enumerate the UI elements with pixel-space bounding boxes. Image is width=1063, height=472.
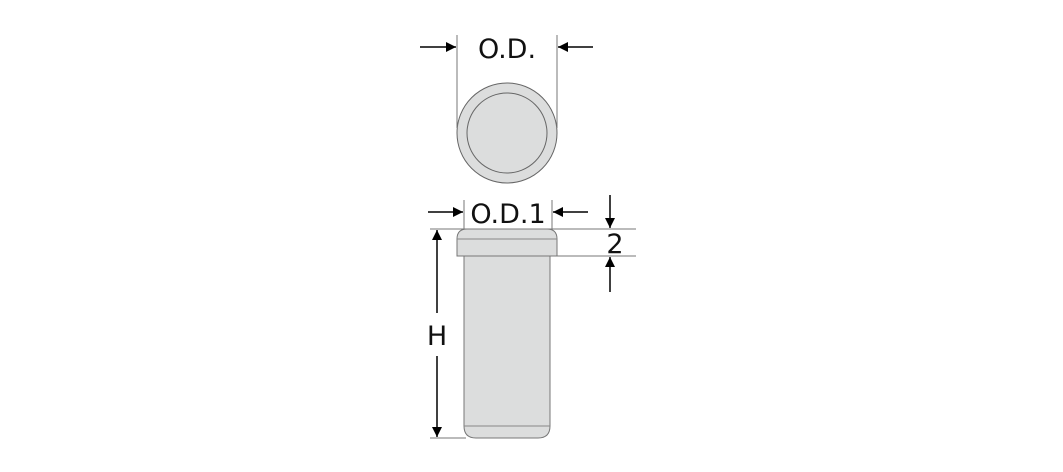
top-view: O.D. <box>420 34 593 184</box>
od-label: O.D. <box>478 34 536 65</box>
cap-head <box>456 228 558 257</box>
od1-label: O.D.1 <box>470 199 545 230</box>
cap-height-label: 2 <box>606 229 623 260</box>
height-label: H <box>427 321 447 352</box>
side-view: O.D.1 2 H <box>427 195 636 439</box>
cap-body <box>463 255 551 439</box>
inner-circle <box>466 92 548 174</box>
